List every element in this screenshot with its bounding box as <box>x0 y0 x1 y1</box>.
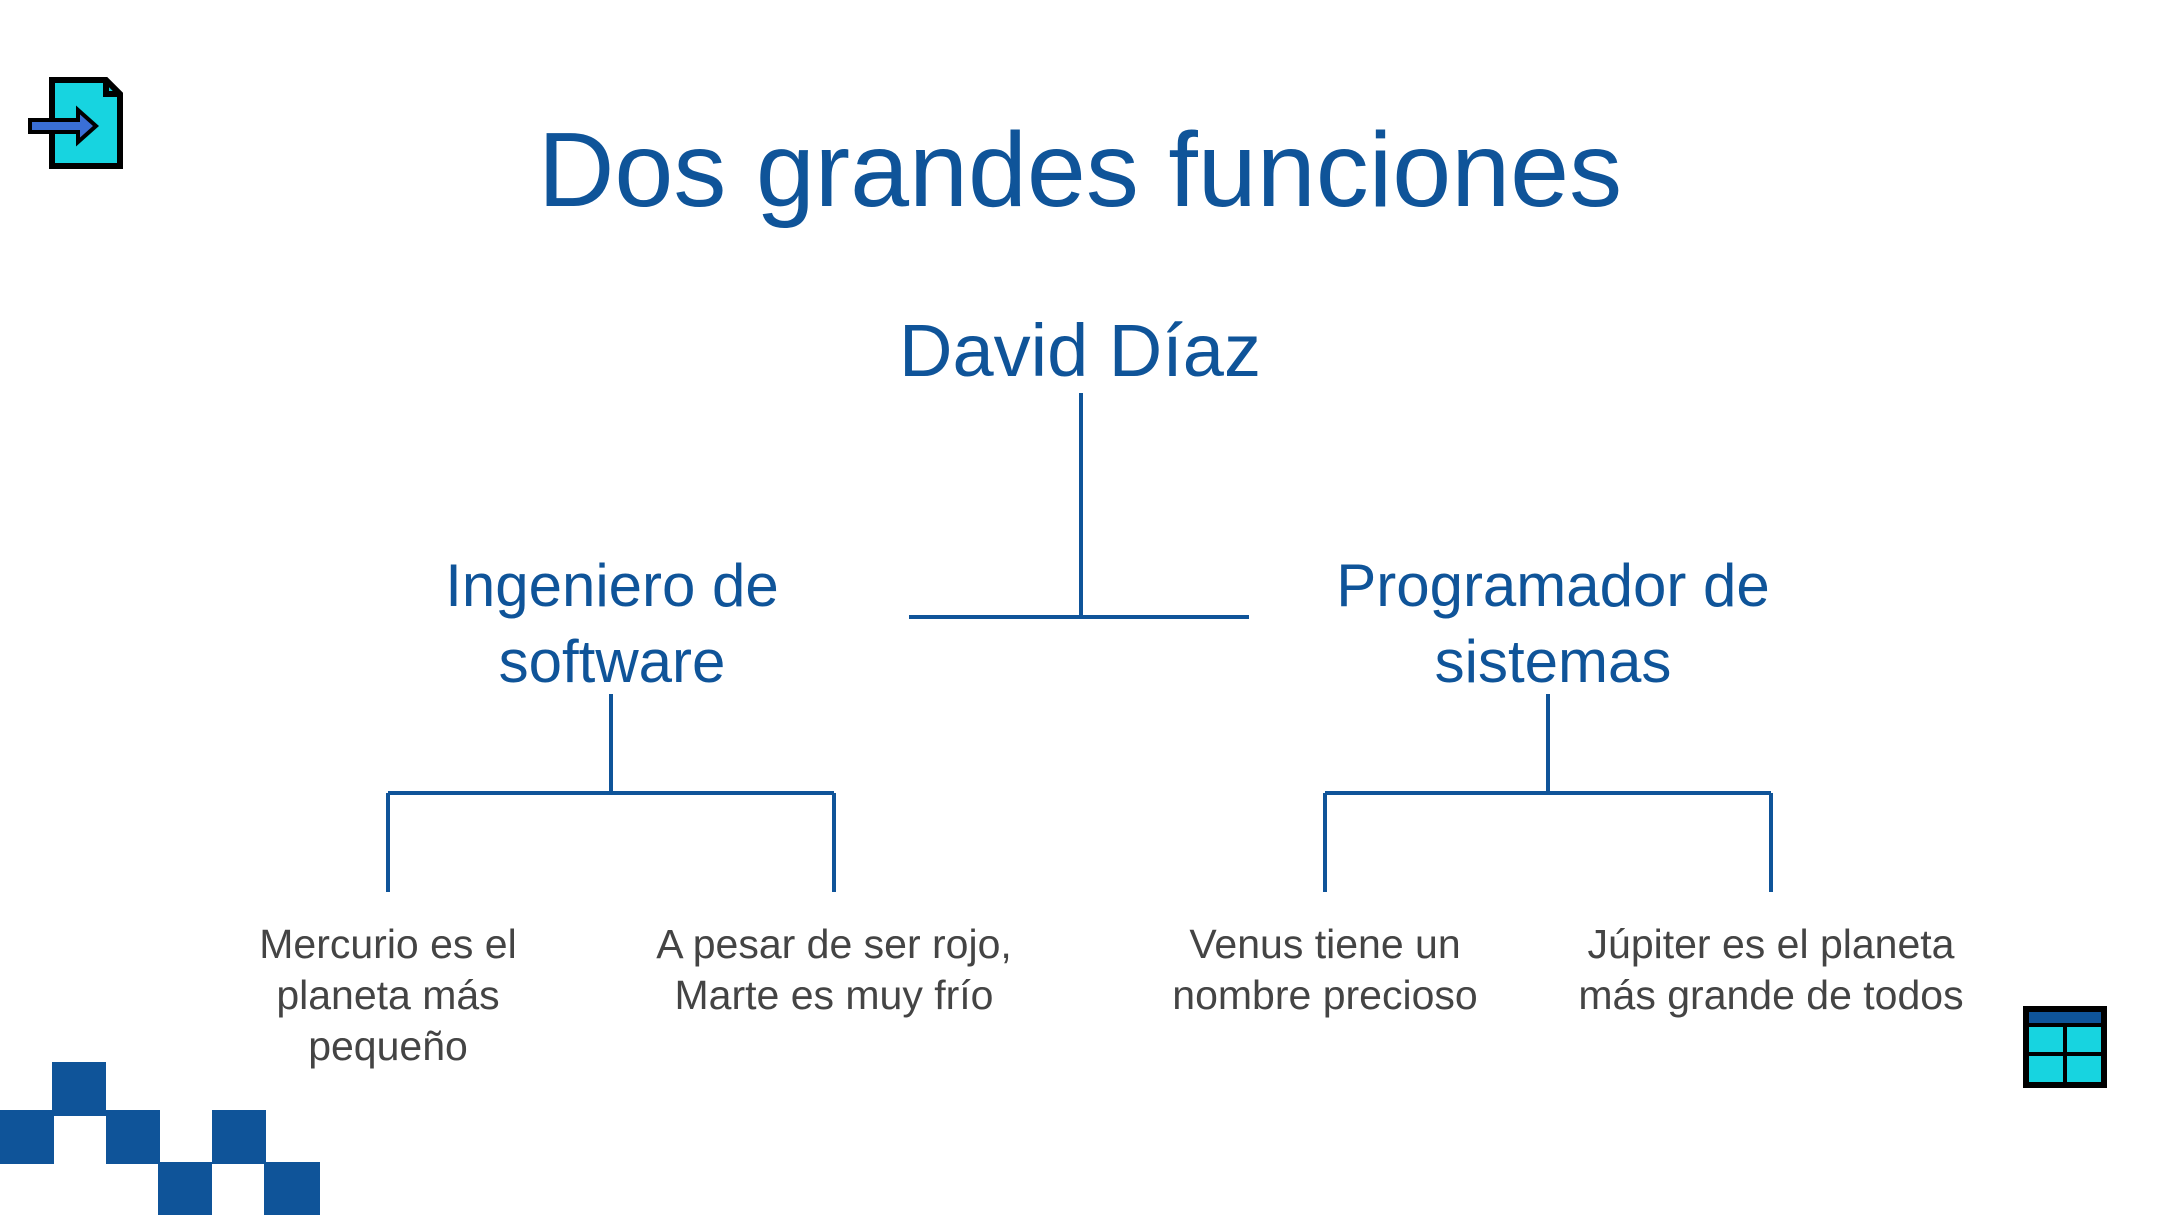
leaf-node-mercurio: Mercurio es el planeta más pequeño <box>178 919 598 1072</box>
root-node: David Díaz <box>899 309 1261 392</box>
leaf-text-line: Marte es muy frío <box>674 972 994 1018</box>
branch-label-line: sistemas <box>1434 628 1672 695</box>
leaf-text-line: más grande de todos <box>1578 972 1964 1018</box>
leaf-text-line: pequeño <box>308 1023 468 1069</box>
branch-node-left: Ingeniero de software <box>302 548 922 700</box>
branch-node-right: Programador de sistemas <box>1243 548 1863 700</box>
file-import-icon <box>28 77 123 169</box>
leaf-text-line: nombre precioso <box>1172 972 1478 1018</box>
leaf-node-marte: A pesar de ser rojo, Marte es muy frío <box>624 919 1044 1021</box>
table-grid-icon <box>2023 1006 2107 1088</box>
leaf-text-line: Mercurio es el <box>259 921 517 967</box>
branch-label-line: Ingeniero de <box>445 552 779 619</box>
leaf-text-line: Venus tiene un <box>1189 921 1461 967</box>
branch-label-line: Programador de <box>1336 552 1770 619</box>
leaf-node-jupiter: Júpiter es el planeta más grande de todo… <box>1561 919 1981 1021</box>
leaf-text-line: Júpiter es el planeta <box>1587 921 1955 967</box>
branch-label-line: software <box>498 628 726 695</box>
leaf-text-line: planeta más <box>276 972 500 1018</box>
slide-title: Dos grandes funciones <box>537 111 1623 229</box>
leaf-text-line: A pesar de ser rojo, <box>656 921 1012 967</box>
leaf-node-venus: Venus tiene un nombre precioso <box>1115 919 1535 1021</box>
